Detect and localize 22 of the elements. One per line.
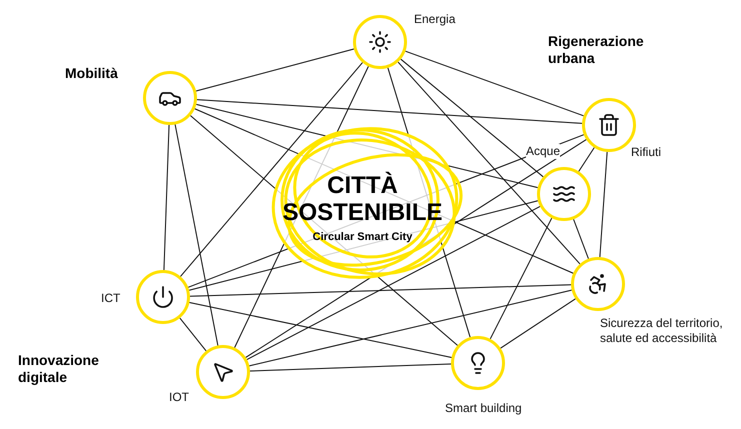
category-heading: Rigenerazione urbana — [548, 33, 645, 67]
topic-label: Acque — [526, 144, 560, 159]
connector-line — [578, 147, 595, 172]
connector-line — [174, 124, 218, 346]
topic-label: Energia — [414, 12, 456, 27]
connector-line — [599, 151, 608, 258]
connector-line — [573, 218, 589, 260]
connector-line — [179, 318, 207, 352]
connector-line — [248, 290, 572, 366]
category-heading: Innovazione digitale — [18, 352, 100, 386]
connector-line — [180, 62, 363, 277]
connector-line — [190, 284, 572, 297]
connector-line — [163, 124, 170, 271]
connector-line — [500, 298, 576, 349]
connector-line — [196, 99, 583, 124]
topic-label: Smart building — [445, 401, 522, 416]
connector-line — [400, 58, 544, 178]
category-heading: Mobilità — [65, 65, 119, 82]
connector-line — [398, 62, 580, 264]
connector-line — [249, 363, 452, 372]
connector-line — [196, 48, 354, 92]
connector-line — [188, 302, 452, 358]
